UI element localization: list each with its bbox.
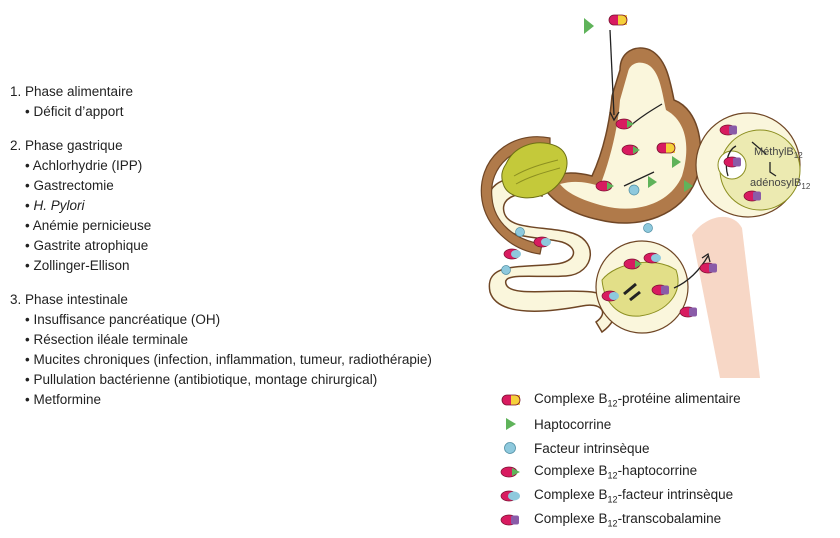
phase-gastrique: 2. Phase gastrique Achlorhydrie (IPP) Ga… bbox=[10, 136, 480, 276]
b12-haptocorrin-icon bbox=[498, 464, 524, 480]
causes-list: 1. Phase alimentaire Déficit d’apport 2.… bbox=[10, 82, 480, 424]
phase-title: 3. Phase intestinale bbox=[10, 290, 480, 310]
cause-item: Gastrectomie bbox=[25, 176, 480, 196]
cause-item: Résection iléale terminale bbox=[25, 330, 480, 350]
adenosyl-b12-label: adénosylB12 bbox=[750, 177, 811, 191]
cause-item: H. Pylori bbox=[25, 196, 480, 216]
legend-label: Haptocorrine bbox=[534, 417, 611, 432]
phase-alimentaire: 1. Phase alimentaire Déficit d’apport bbox=[10, 82, 480, 122]
cause-item: Pullulation bactérienne (antibiotique, m… bbox=[25, 370, 480, 390]
legend-item: Facteur intrinsèque bbox=[498, 436, 741, 460]
phase-title: 2. Phase gastrique bbox=[10, 136, 480, 156]
cause-item: Insuffisance pancréatique (OH) bbox=[25, 310, 480, 330]
b12-transcobalamin-complex bbox=[720, 125, 737, 135]
phase-intestinale: 3. Phase intestinale Insuffisance pancré… bbox=[10, 290, 480, 410]
haptocorrin-icon bbox=[584, 18, 594, 34]
cause-item: Mucites chroniques (infection, inflammat… bbox=[25, 350, 480, 370]
legend-label: Complexe B12-protéine alimentaire bbox=[534, 391, 741, 409]
legend-label: Facteur intrinsèque bbox=[534, 441, 650, 456]
cause-list: Déficit d’apport bbox=[10, 102, 480, 122]
cause-item: Gastrite atrophique bbox=[25, 236, 480, 256]
b12-intrinsic-factor-complex bbox=[504, 249, 521, 259]
cause-item: Metformine bbox=[25, 390, 480, 410]
legend-item: Haptocorrine bbox=[498, 412, 741, 436]
legend-item: Complexe B12-facteur intrinsèque bbox=[498, 484, 741, 508]
cause-item: Anémie pernicieuse bbox=[25, 216, 480, 236]
legend-label: Complexe B12-facteur intrinsèque bbox=[534, 487, 733, 505]
b12-transcobalamin-complex bbox=[700, 263, 717, 273]
cause-item: Achlorhydrie (IPP) bbox=[25, 156, 480, 176]
b12-food-protein-icon bbox=[498, 392, 524, 408]
b12-food-protein-complex bbox=[609, 15, 627, 25]
b12-absorption-diagram: MéthylB12 adénosylB12 bbox=[470, 0, 840, 378]
b12-food-protein-complex bbox=[657, 143, 675, 153]
b12-intrinsic-factor-icon bbox=[498, 488, 524, 504]
cause-item: Zollinger-Ellison bbox=[25, 256, 480, 276]
cause-list: Achlorhydrie (IPP) Gastrectomie H. Pylor… bbox=[10, 156, 480, 276]
legend-item: Complexe B12-haptocorrine bbox=[498, 460, 741, 484]
b12-transcobalamin-complex bbox=[724, 157, 741, 167]
legend-item: Complexe B12-protéine alimentaire bbox=[498, 388, 741, 412]
intrinsic-factor-icon bbox=[644, 224, 653, 233]
phase-title: 1. Phase alimentaire bbox=[10, 82, 480, 102]
intrinsic-factor-icon bbox=[629, 185, 639, 195]
b12-transcobalamin-complex bbox=[744, 191, 761, 201]
legend-label: Complexe B12-transcobalamine bbox=[534, 511, 721, 529]
b12-transcobalamin-icon bbox=[498, 512, 524, 528]
haptocorrin-icon bbox=[498, 416, 524, 432]
blood-vessel bbox=[692, 217, 760, 378]
b12-transcobalamin-complex bbox=[652, 285, 669, 295]
cause-item-text: H. Pylori bbox=[33, 198, 84, 213]
cause-list: Insuffisance pancréatique (OH) Résection… bbox=[10, 310, 480, 410]
legend: Complexe B12-protéine alimentaire Haptoc… bbox=[498, 388, 741, 532]
b12-transcobalamin-complex bbox=[680, 307, 697, 317]
legend-item: Complexe B12-transcobalamine bbox=[498, 508, 741, 532]
legend-label: Complexe B12-haptocorrine bbox=[534, 463, 697, 481]
cause-item: Déficit d’apport bbox=[25, 102, 480, 122]
intrinsic-factor-icon bbox=[498, 440, 524, 456]
intrinsic-factor-icon bbox=[516, 228, 525, 237]
intrinsic-factor-icon bbox=[502, 266, 511, 275]
